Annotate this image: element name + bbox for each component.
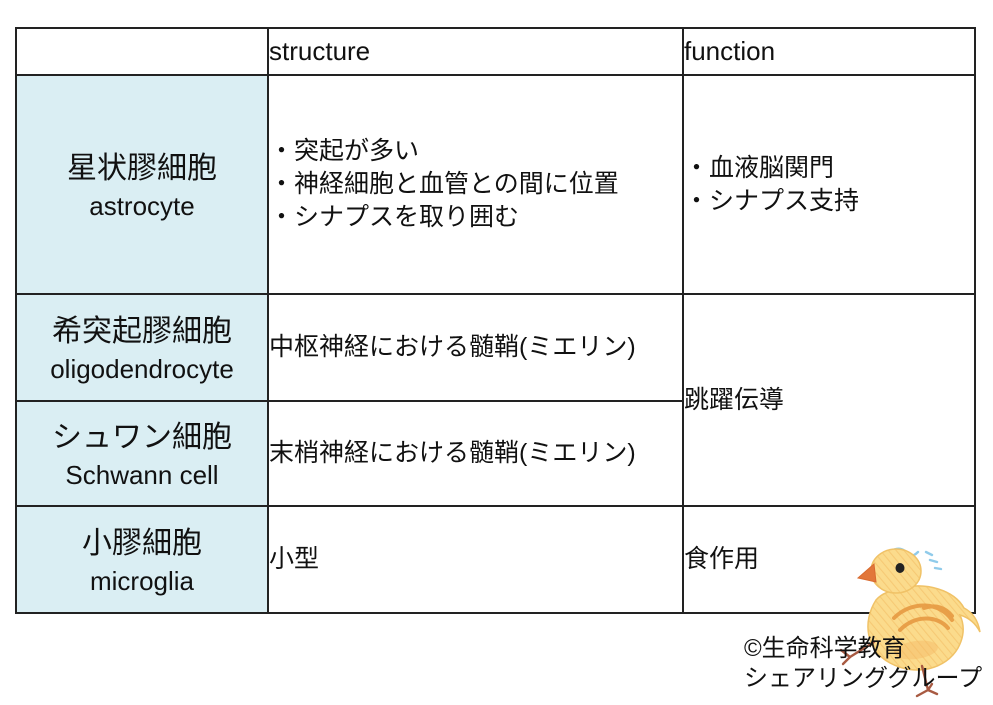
- cell-astrocyte-structure: ・突起が多い ・神経細胞と血管との間に位置 ・シナプスを取り囲む: [267, 74, 684, 295]
- cell-microglia-structure: 小型: [267, 505, 684, 614]
- astrocyte-name-ja: 星状膠細胞: [67, 151, 217, 185]
- credit-line2: シェアリンググループ: [744, 665, 983, 692]
- glia-table: structure function 星状膠細胞 astrocyte ・突起が多…: [15, 27, 976, 614]
- cell-oligodendrocyte-name: 希突起膠細胞 oligodendrocyte: [15, 293, 269, 402]
- astrocyte-structure-line: ・突起が多い: [269, 137, 420, 165]
- cell-astrocyte-function: ・血液脳関門 ・シナプス支持: [682, 74, 976, 295]
- corner-cell: [15, 27, 269, 76]
- chick-beak: [856, 562, 877, 583]
- oligodendrocyte-name-en: oligodendrocyte: [50, 353, 234, 384]
- table-row: 希突起膠細胞 oligodendrocyte 中枢神経における髄鞘(ミエリン) …: [15, 293, 976, 507]
- chick-body: [867, 585, 981, 671]
- table-row: シュワン細胞 Schwann cell 末梢神経における髄鞘(ミエリン): [15, 400, 975, 507]
- table-row: 小膠細胞 microglia 小型 食作用: [15, 505, 976, 614]
- schwann-structure-line: 末梢神経における髄鞘(ミエリン): [269, 439, 636, 467]
- col-header-structure: structure: [267, 27, 684, 76]
- astrocyte-name-en: astrocyte: [89, 190, 195, 221]
- col-header-function: function: [682, 27, 976, 76]
- cell-merged-function: 跳躍伝導: [682, 293, 976, 507]
- table-row: 星状膠細胞 astrocyte ・突起が多い ・神経細胞と血管との間に位置 ・シ…: [15, 74, 976, 295]
- oligodendrocyte-structure-line: 中枢神経における髄鞘(ミエリン): [269, 333, 636, 361]
- schwann-name-ja: シュワン細胞: [52, 420, 232, 454]
- cell-oligodendrocyte-structure: 中枢神経における髄鞘(ミエリン): [267, 293, 684, 402]
- chick-legs: [839, 640, 939, 698]
- cell-astrocyte-name: 星状膠細胞 astrocyte: [15, 74, 269, 295]
- astrocyte-structure-line: ・シナプスを取り囲む: [269, 203, 520, 231]
- merged-function-text: 跳躍伝導: [684, 385, 785, 414]
- astrocyte-function-line: ・シナプス支持: [684, 186, 860, 215]
- astrocyte-function-line: ・血液脳関門: [684, 153, 835, 182]
- microglia-structure-line: 小型: [269, 545, 320, 573]
- oligodendrocyte-name-ja: 希突起膠細胞: [52, 314, 232, 348]
- cell-schwann-structure: 末梢神経における髄鞘(ミエリン): [267, 400, 684, 507]
- microglia-name-en: microglia: [89, 565, 195, 596]
- cell-microglia-name: 小膠細胞 microglia: [15, 505, 269, 614]
- chick-eye: [895, 563, 905, 573]
- microglia-name-ja: 小膠細胞: [82, 526, 202, 560]
- chick-wing: [892, 603, 954, 632]
- cell-schwann-name: シュワン細胞 Schwann cell: [15, 400, 269, 507]
- chick-drawing: [839, 547, 981, 698]
- credit: ©生命科学教育 シェアリンググループ: [744, 634, 982, 694]
- table-header-row: structure function: [15, 27, 976, 76]
- microglia-function-line: 食作用: [684, 545, 760, 573]
- chick-head: [870, 548, 922, 594]
- credit-line1: ©生命科学教育: [744, 635, 906, 662]
- astrocyte-structure-line: ・神経細胞と血管との間に位置: [269, 170, 619, 198]
- schwann-name-en: Schwann cell: [65, 459, 219, 490]
